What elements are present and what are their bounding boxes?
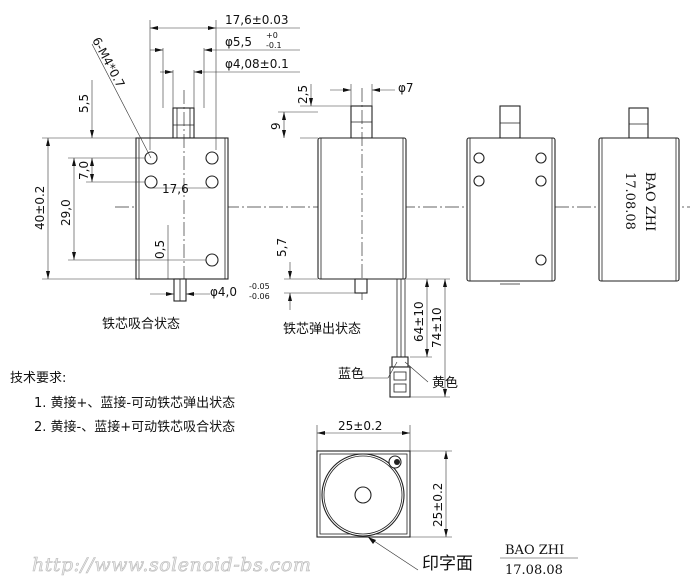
yellow-wire-leader [404, 361, 429, 383]
back-body [466, 137, 556, 282]
mount-hole [535, 254, 547, 266]
dim-7-0: 7,0 [77, 161, 91, 180]
label-state-attract: 铁芯吸合状态 [102, 317, 180, 332]
dim-pin-tol-down: -0.06 [249, 292, 270, 301]
dim-5-7: 5,7 [275, 238, 289, 257]
label-wire-yellow: 黄色 [432, 375, 458, 391]
label-wire-blue: 蓝色 [338, 366, 364, 382]
mount-hole [205, 151, 219, 165]
printed-side-shaft [628, 107, 649, 139]
dim-25-height: 25±0.2 [431, 483, 445, 527]
dim-width-total: 17,6±0.03 [225, 13, 289, 27]
mount-hole [473, 175, 485, 187]
side-dimensions [278, 84, 450, 398]
view-back [466, 105, 556, 285]
dim-pin-tol-up: -0.05 [249, 282, 270, 291]
view-bottom-face [316, 450, 411, 538]
bottom-center-hole [354, 486, 372, 504]
tech-req-item2: 2. 黄接-、蓝接+可动铁芯吸合状态 [34, 419, 235, 435]
dim-hole-diameter: φ4,08±0.1 [225, 57, 289, 71]
dim-phi7: φ7 [398, 81, 414, 95]
label-print-face: 印字面 [422, 554, 473, 574]
dim-pin-diameter: φ4,0 [210, 285, 237, 299]
mount-hole [205, 175, 219, 189]
dim-thread-spec: 6-M4*0.7 [89, 35, 127, 90]
dim-17-6: 17,6 [162, 182, 189, 196]
front-shaft [172, 107, 195, 139]
connector-housing [391, 356, 409, 368]
dim-9: 9 [269, 122, 283, 130]
dim-2-5: 2,5 [296, 85, 310, 104]
label-state-eject: 铁芯弹出状态 [283, 322, 361, 337]
mount-hole [473, 152, 485, 164]
mount-hole [205, 253, 219, 267]
watermark-url: http://www.solenoid-bs.com [32, 554, 311, 576]
mount-hole [144, 175, 158, 189]
dim-25-width: 25±0.2 [338, 419, 382, 433]
view-side-ejected [317, 88, 411, 398]
back-shaft [499, 105, 521, 139]
mount-hole [535, 175, 547, 187]
tech-req-title: 技术要求: [10, 371, 66, 386]
dim-height-40: 40±0.2 [33, 186, 47, 230]
side-bottom-pin [354, 278, 368, 294]
mount-hole [535, 152, 547, 164]
dim-shaft-tol-down: -0.1 [266, 41, 282, 50]
dim-74: 74±10 [430, 307, 444, 348]
tech-req-item1: 1. 黄接+、蓝接-可动铁芯弹出状态 [34, 395, 235, 411]
front-top-dimensions [149, 20, 300, 150]
dim-29: 29,0 [59, 199, 73, 226]
connector-body [389, 366, 411, 398]
dim-5-5: 5,5 [77, 94, 91, 113]
dim-shaft-tol-up: +0 [266, 31, 278, 40]
dim-0-5: 0,5 [153, 240, 167, 259]
side-print-line1: BAO ZHI [642, 172, 657, 231]
side-print-line2: 17.08.08 [622, 172, 637, 230]
thread-leader [91, 43, 152, 159]
print-face-leader [367, 536, 419, 571]
dim-64: 64±10 [412, 301, 426, 342]
pin-diameter-dim [150, 292, 210, 296]
printed-side-body [598, 137, 680, 282]
bottom-print-line2: 17.08.08 [505, 563, 563, 578]
view-printed-side [598, 107, 680, 282]
front-left-dimensions [42, 80, 212, 280]
bottom-dimensions [316, 425, 452, 538]
bottom-print-line1: BAO ZHI [505, 543, 564, 558]
dim-shaft-diameter: φ5,5 [225, 35, 252, 49]
